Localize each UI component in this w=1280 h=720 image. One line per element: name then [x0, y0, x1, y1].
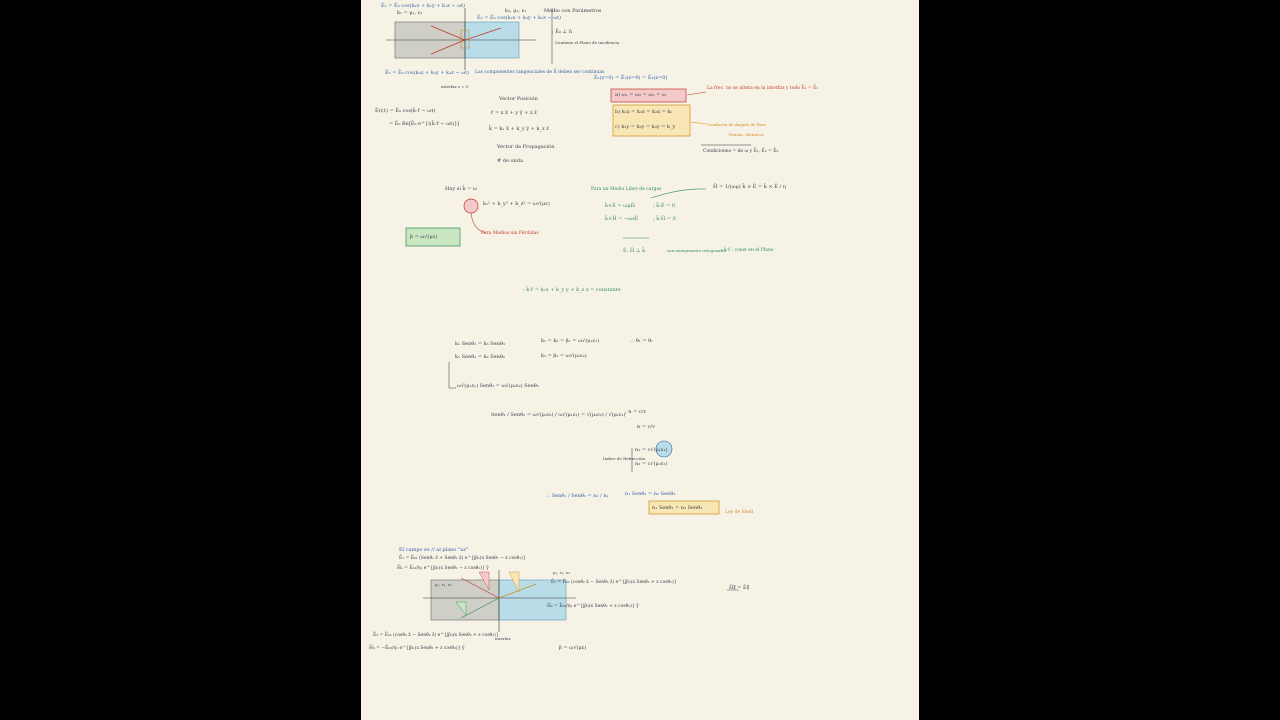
eq-position: r̄ = x x̂ + y ŷ + z ẑ: [491, 110, 537, 116]
label-indice: Índice de Refracción: [603, 456, 645, 461]
label-interfaz: interfaz z = 0: [441, 84, 469, 89]
note-freq: La frec. no se altera en la interfaz y t…: [707, 86, 819, 91]
eq-dispersion: kₓ² + k_y² + k_z² = ω√(με): [483, 201, 550, 207]
eq-sin-ratio-n: ∴ Senθ₁ / Senθ₂ = n₂ / n₁: [547, 493, 609, 499]
label-k2: k₂, μ₂, ε₂: [505, 8, 527, 14]
cond-b: b) k₁x = k₂x = k₃x = kₓ: [615, 109, 673, 115]
eq-field-complex: = Ē₀ Re[Ē₀ e^{i(k̄·r̄ − ωt)}]: [389, 121, 460, 127]
eq-e1-bottom: Ē₁ = Ē₀₁ (Senθ₁ ẑ + Senθ₁ x̂) e^{jβ₁(x S…: [399, 556, 526, 561]
eq-snell-2b: k₂ = β₂ = ω√(μ₂ε₂): [541, 353, 587, 359]
top-diagram: [386, 8, 751, 632]
eq-maxwell-2b: ; k̄·H̄ = 0: [653, 216, 676, 222]
eq-e2-bottom: Ē₂ = Ē₀₂ (cosθ₂ x̂ − Senθ₂ ẑ) e^{jβ₂(x S…: [551, 580, 677, 585]
bottom-title: El campo es // al plano "xz": [399, 547, 469, 553]
eq-n2: n₂ = c√(μ₂ε₂): [635, 461, 668, 467]
eq-wavevector: k̄ = kₓ x̂ + k_y ŷ + k_z ẑ: [489, 126, 549, 132]
label-ley-snell: Ley de Snell: [725, 510, 754, 515]
eq-beta: β = ω√(με): [410, 234, 438, 240]
eq-h2-bottom: H̄₂ = Ē₀₂/η₂ e^{jβ₂(x Senθ₂ + z cosθ₂)} …: [547, 604, 639, 609]
notes-page: Ē₁ = Ē₀ cos(k₁x + k₁y + k₁z − ωt) k₁ = μ…: [361, 0, 919, 720]
eq-continuity: Ē₁(z=0) = Ē₂(z=0) = Ē₃(z=0): [594, 75, 668, 81]
label-medio-1: μ₁, ε₁, σ₁: [435, 582, 453, 587]
note-fenom: Fenom. Idénticos: [729, 132, 764, 137]
eq-plano-const: ; k̄·r̄ : const en el Plano: [721, 248, 774, 253]
cond-c: c) k₁y = k₂y = k₃y = k_y: [615, 124, 676, 130]
eq-n-def: ; n = c/v: [625, 409, 647, 415]
label-libre-cargas: Para un Medio Libre de cargas: [591, 187, 662, 192]
eq-snell-boxed: n₁ Senθ₁ = n₂ Senθ₂: [652, 505, 703, 511]
eq-sin-ratio: Senθ₁ / Senθ₂ = ω√(μ₂ε₂) / ω√(μ₁ε₁) = √(…: [491, 412, 626, 418]
eq-k-omega: Hay si k̄ = ω: [445, 186, 477, 192]
eq-snell-1b: k₁ = k₂ = β₁ = ω√(μ₁ε₁): [541, 338, 600, 344]
eq-theta-equal: ∴ θ₁ = θᵣ: [631, 338, 653, 344]
eq-n1: n₁ = c√(μ₁ε₁): [635, 447, 668, 453]
eq-maxwell-2: k̄×H̄ = −ωεĒ: [605, 216, 639, 222]
eq-h-field: H̄ = 1/(ωμ) k̄ × Ē = k̂ × Ē / η: [713, 184, 786, 190]
label-vector-posicion: Vector Posición: [499, 96, 538, 102]
label-sin-perdidas: Para Medios sin Pérdidas: [481, 231, 539, 236]
label-ortogonales: son mutuamente ortogonales: [667, 248, 727, 253]
eq-e3-bottom: Ē₃ = Ē₀₃ (cosθ₃ x̂ − Senθ₃ ẑ) e^{jβ₃(x S…: [373, 633, 499, 638]
eq-snell-n: n₁ Senθ₁ = n₂ Senθ₂: [625, 491, 676, 497]
eq-maxwell-1b: ; k̄·Ē = 0: [653, 203, 676, 209]
eq-e1-params: k₁ = μ₁, ε₁: [397, 10, 423, 16]
label-vector-propagacion: Vector de Propagación: [497, 144, 555, 150]
eq-constante: : k̄·r̄ = kₓx + k_y y + k_z z = constant…: [523, 287, 621, 293]
note-fase: Condición de Ángulo de Fase: [707, 122, 766, 127]
label-medio: Medio con Parámetros: [544, 8, 602, 14]
eq-h3-bottom: H̄₃ = −Ē₀₃/η₁ e^{jβ₁(x Senθ₃ + z cosθ₃)}…: [369, 646, 465, 651]
eq-field: Ē(r,t) = Ē₀ cos(k̄·r̄ − ωt): [375, 108, 436, 114]
label-medio-2: μ₂, ε₂, σ₂: [553, 570, 571, 575]
eq-e2: Ē₂ = Ē₀ cos(k₂x + k₂y + k₂z − ωt): [477, 15, 562, 21]
eq-maxwell-1: k̄×Ē = ωμH̄: [605, 203, 635, 209]
eq-orthogonal: Ē, H̄ ⊥ k̄: [623, 248, 646, 254]
eq-htan: H̄∥ = Ē∥: [729, 585, 749, 591]
note-condiciones: Condiciones = de ω y Ē₁, Ē₂ = Ē₃: [703, 149, 779, 154]
eq-h1-bottom: H̄₁ = Ē₀₁/η₁ e^{jβ₁(x Senθ₁ − z cosθ₁)} …: [397, 566, 489, 571]
eq-perp-n: ; Ē₀ ⊥ n̄: [552, 29, 573, 35]
eq-e3: Ē₃ = Ē₀ cos(k₃x + k₃y + k₃z − ωt): [385, 70, 470, 76]
eq-beta-bottom: β = ω√(με): [559, 645, 587, 651]
label-numero-onda: # de onda: [497, 158, 523, 164]
label-plano: Contiene el Plano de incidencia: [555, 40, 620, 45]
cond-a: a) ω₁ = ω₂ = ω₃ = ω: [615, 92, 666, 98]
eq-snell-3: ω√(μ₁ε₁) Senθ₁ = ω√(μ₂ε₂) Senθ₂: [457, 383, 539, 389]
eq-e1: Ē₁ = Ē₀ cos(k₁x + k₁y + k₁z − ωt): [381, 3, 466, 9]
eq-snell-1: k₁ Senθ₁ = k₃ Senθ₃: [455, 341, 505, 347]
eq-snell-2: k₁ Senθ₁ = k₂ Senθ₂: [455, 354, 505, 360]
label-componentes: Las componentes tangenciales de Ē deben …: [475, 70, 605, 75]
eq-n-def-2: n = c/v: [637, 424, 655, 430]
label-interfaz-bottom: interfaz: [495, 636, 511, 641]
